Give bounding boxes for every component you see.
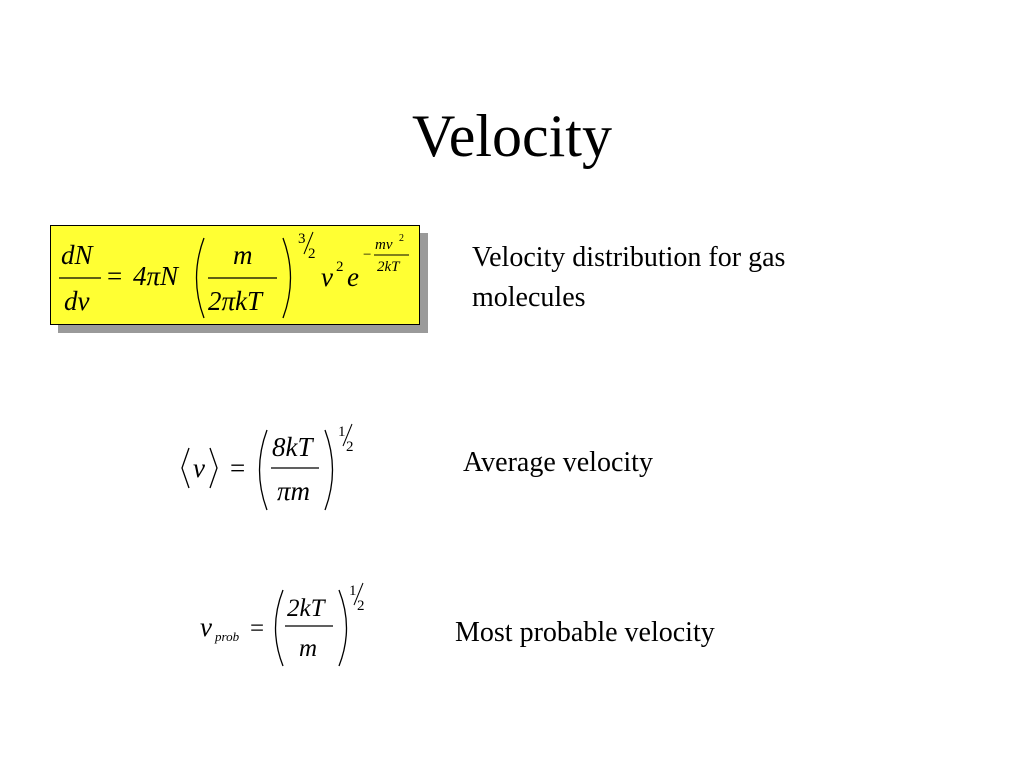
average-exponent-slash	[342, 423, 353, 447]
probable-left-paren	[274, 589, 284, 667]
paren-denominator: 2πkT	[208, 286, 264, 316]
equals-sign: =	[107, 261, 122, 291]
velocity-exponent: 2	[336, 259, 344, 275]
right-paren	[282, 237, 292, 319]
probable-exponent-slash	[353, 582, 364, 606]
average-right-paren	[324, 429, 334, 511]
exponent-numerator: 3	[298, 231, 306, 247]
left-angle-bracket	[181, 447, 190, 489]
e-exponent-numerator-power: 2	[399, 233, 404, 244]
e-exponent-numerator: mv	[375, 237, 393, 253]
probable-exponent-numerator: 1	[349, 583, 357, 599]
average-exponent-numerator: 1	[338, 424, 346, 440]
probable-lhs: v	[200, 612, 212, 642]
left-paren	[195, 237, 205, 319]
lhs-denominator: dv	[64, 286, 90, 316]
probable-equals: =	[250, 615, 264, 642]
average-numerator: 8kT	[272, 432, 314, 462]
e-exponent-sign: −	[363, 247, 371, 263]
probable-numerator: 2kT	[287, 595, 327, 622]
average-exponent-denominator: 2	[346, 439, 354, 455]
right-angle-bracket	[209, 447, 218, 489]
description-probable: Most probable velocity	[455, 617, 715, 648]
average-left-paren	[258, 429, 268, 511]
probable-right-paren	[338, 589, 348, 667]
e-exponent-denominator: 2kT	[377, 259, 401, 275]
slide-title: Velocity	[412, 103, 612, 169]
average-lhs: v	[193, 453, 205, 483]
average-velocity-formula: v = 8kT πm 1 2	[181, 423, 354, 511]
exponent-slash	[303, 231, 314, 255]
distribution-formula: dN dv = 4πN m 2πkT 3 2 v 2 e − mv 2 2kT	[59, 231, 409, 319]
coefficient: 4πN	[133, 261, 180, 291]
exponent-denominator: 2	[308, 246, 316, 262]
velocity-symbol: v	[321, 262, 333, 292]
description-average: Average velocity	[463, 447, 653, 478]
formula-box-distribution: dN dv = 4πN m 2πkT 3 2 v 2 e − mv 2 2kT	[50, 225, 420, 325]
probable-denominator: m	[299, 635, 317, 662]
euler-e: e	[347, 262, 359, 292]
probable-lhs-subscript: prob	[214, 629, 240, 644]
probable-velocity-formula: v prob = 2kT m 1 2	[200, 582, 365, 667]
description-distribution: Velocity distribution for gas molecules	[472, 242, 786, 313]
average-equals: =	[230, 453, 245, 483]
lhs-numerator: dN	[61, 240, 95, 270]
average-denominator: πm	[277, 476, 310, 506]
paren-numerator: m	[233, 240, 253, 270]
probable-exponent-denominator: 2	[357, 598, 365, 614]
